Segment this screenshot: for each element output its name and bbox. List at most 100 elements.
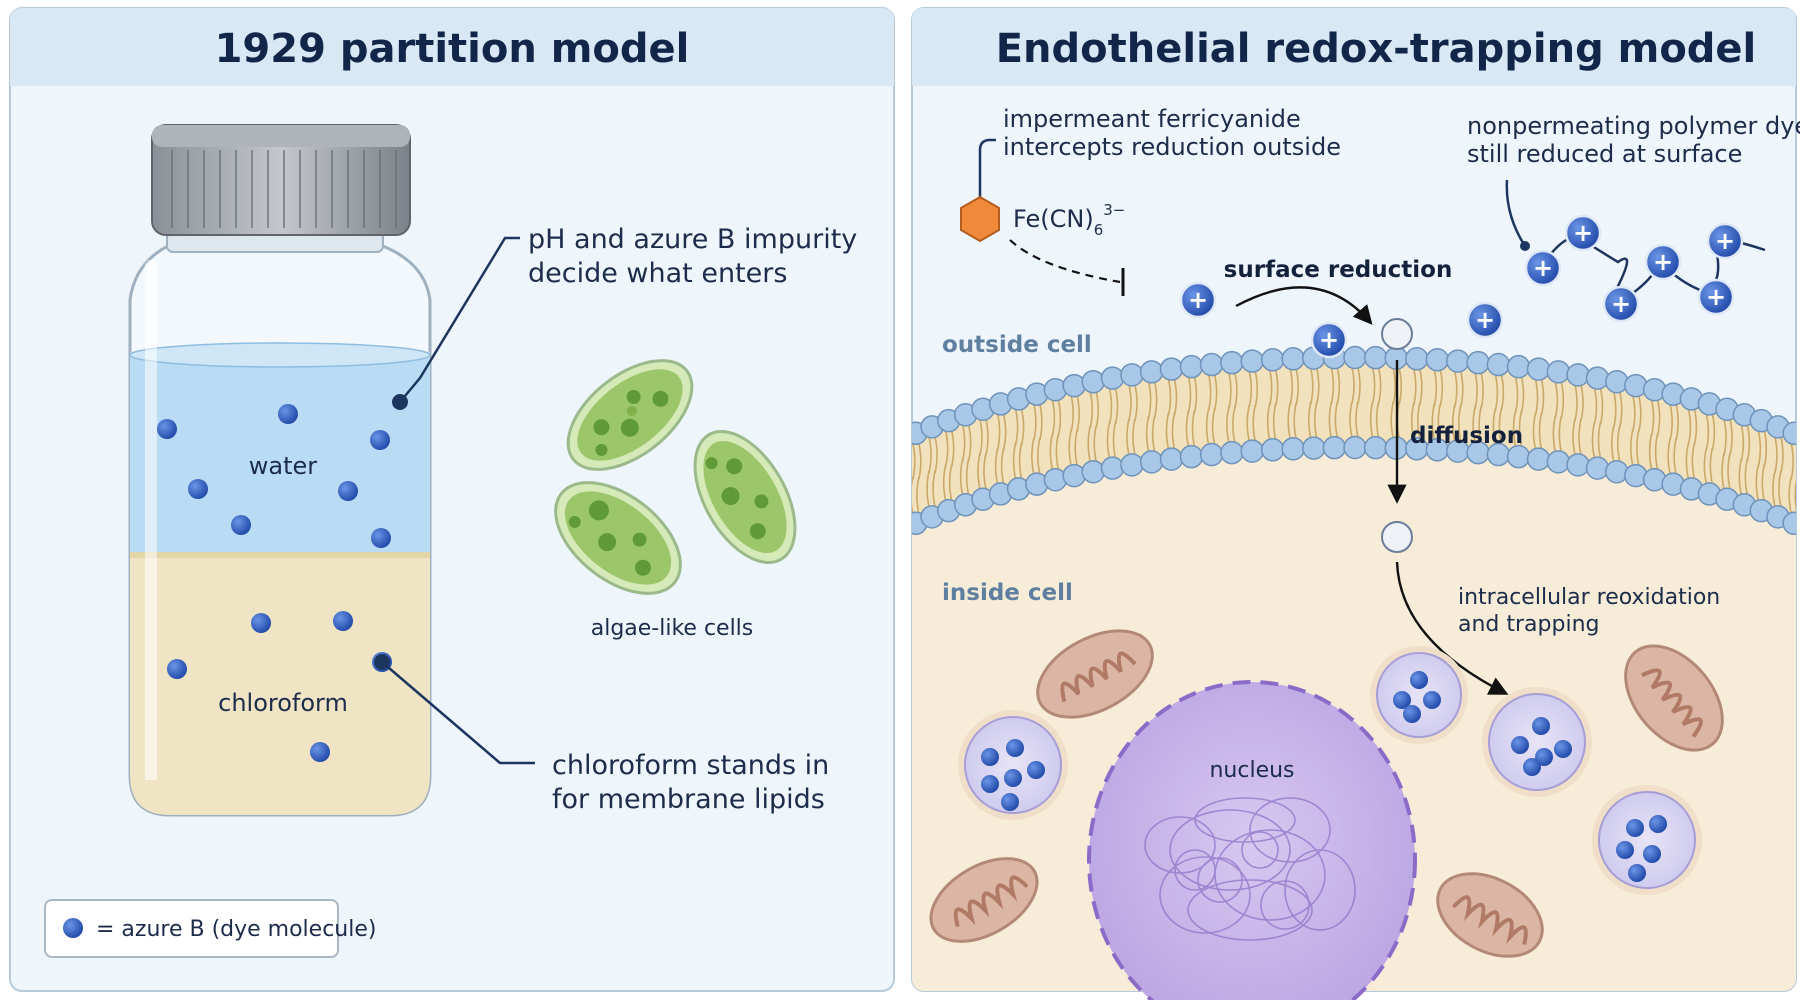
- lipid-tail: [1272, 369, 1279, 440]
- lipid-head: [1199, 442, 1224, 467]
- lipid-tail: [901, 450, 905, 520]
- lipid-head: [1446, 349, 1470, 373]
- lipid-tail: [1761, 430, 1768, 501]
- lipid-tail: [1532, 378, 1539, 450]
- left-panel-header: [10, 8, 894, 86]
- lipid-tail: [1512, 376, 1519, 447]
- reoxidation-line1: intracellular reoxidation: [1458, 585, 1720, 610]
- phase-boundary: [130, 552, 430, 558]
- lipid-tail: [965, 424, 972, 495]
- cationic-dye-body: [1179, 281, 1217, 319]
- lipid-tail: [1355, 367, 1361, 438]
- cationic-dye-body: [1524, 249, 1562, 287]
- right-panel-title: Endothelial redox-trapping model: [996, 26, 1757, 72]
- lipid-tail: [983, 419, 989, 490]
- lipid-tail: [1313, 367, 1320, 439]
- charged-dye-molecules: +++++++++: [1179, 214, 1744, 359]
- lipid-head: [1281, 347, 1305, 371]
- lipid-tail: [1709, 413, 1716, 485]
- lipid-tail: [1049, 399, 1056, 470]
- lipid-head: [1566, 363, 1590, 387]
- lipid-head: [1199, 352, 1224, 377]
- lipid-tail: [1112, 387, 1119, 459]
- lipid-tail: [1171, 378, 1178, 450]
- cationic-dye-body: [1466, 301, 1504, 339]
- callout-ph-line2: decide what enters: [528, 258, 787, 289]
- lipid-tail: [1205, 374, 1212, 445]
- reduced-dye-inner: [1381, 521, 1413, 553]
- mitochondrion: [1036, 629, 1154, 719]
- lipid-head: [1139, 360, 1164, 384]
- lipid-head: [1159, 357, 1184, 381]
- lipid-tail: [1744, 424, 1751, 495]
- lipid-tail: [1472, 372, 1478, 443]
- lipid-head: [1425, 348, 1450, 372]
- lipid-tail: [1252, 370, 1259, 442]
- lipid-tail: [1390, 367, 1397, 439]
- water-label: water: [249, 452, 318, 480]
- dye-molecule: [188, 479, 208, 499]
- lipid-head: [1062, 463, 1086, 488]
- lipid-head: [1302, 436, 1326, 460]
- chromatin: [1144, 797, 1356, 941]
- lipid-head: [1585, 456, 1610, 480]
- lipid-head: [1782, 421, 1796, 446]
- lipid-tail: [1375, 367, 1382, 438]
- legend-text: = azure B (dye molecule): [96, 917, 376, 942]
- outside-cell-label: outside cell: [942, 332, 1092, 358]
- cationic-dye-body: [1602, 285, 1640, 323]
- lipid-head: [1343, 435, 1367, 460]
- lipid-tail: [994, 413, 1001, 485]
- plus-sign: +: [1533, 254, 1553, 282]
- legend-dye-icon: [63, 918, 83, 938]
- plus-sign: +: [1573, 219, 1593, 247]
- reoxidation-line2: and trapping: [1458, 612, 1600, 637]
- lipid-head: [1466, 350, 1490, 375]
- lipid-tail: [1755, 430, 1762, 501]
- lipid-tail: [1151, 381, 1158, 452]
- lipid-tail: [1685, 408, 1692, 480]
- jar-highlight: [145, 260, 157, 780]
- polymer-callout-line1: nonpermeating polymer dye: [1467, 112, 1800, 140]
- lipid-tail: [1037, 403, 1043, 475]
- lipid-tail: [1055, 399, 1062, 470]
- callout-ph-line1: pH and azure B impurity: [528, 224, 857, 255]
- lipid-head: [1605, 369, 1629, 394]
- lipid-head: [1260, 438, 1285, 462]
- lipid-tail: [916, 443, 922, 514]
- cationic-dye: +: [1564, 214, 1602, 252]
- dye-molecule: [157, 419, 177, 439]
- lipid-tail: [1772, 436, 1778, 507]
- lipid-tail: [1031, 403, 1037, 475]
- callout-chloroform: chloroform stands in for membrane lipids: [374, 654, 829, 815]
- cationic-dye-body: [1564, 214, 1602, 252]
- lipid-head: [1081, 369, 1105, 394]
- lipid-tail: [1648, 399, 1655, 470]
- right-panel-header: [912, 8, 1796, 86]
- plus-sign: +: [1653, 248, 1673, 276]
- nucleus-label: nucleus: [1209, 758, 1294, 783]
- plus-sign: +: [1319, 326, 1339, 354]
- lipid-tail: [912, 443, 916, 514]
- lipid-tail: [1411, 368, 1417, 439]
- lipid-tail: [1673, 403, 1679, 475]
- vesicle: [958, 710, 1068, 820]
- legend: = azure B (dye molecule): [44, 899, 376, 958]
- lipid-tail: [1293, 368, 1299, 439]
- mitochondria: [929, 629, 1724, 958]
- ferricyanide-callout: impermeant ferricyanide intercepts reduc…: [960, 105, 1341, 296]
- lipid-tail: [1794, 443, 1796, 514]
- lipid-tail: [1145, 381, 1152, 452]
- lipid-tail: [1552, 381, 1559, 452]
- lipid-tail: [1778, 436, 1784, 507]
- lipid-tail: [1132, 384, 1138, 456]
- lipid-tail: [1788, 443, 1794, 514]
- ferricyanide-hexagon-icon: [960, 195, 1000, 243]
- lipid-tail: [1287, 368, 1293, 439]
- vesicle: [1592, 785, 1702, 895]
- polymer-callout-line2: still reduced at surface: [1467, 140, 1742, 168]
- lipid-tail: [1369, 367, 1376, 438]
- lipid-head: [1526, 357, 1551, 381]
- lipid-head: [1179, 354, 1204, 379]
- mitochondrion: [929, 857, 1039, 943]
